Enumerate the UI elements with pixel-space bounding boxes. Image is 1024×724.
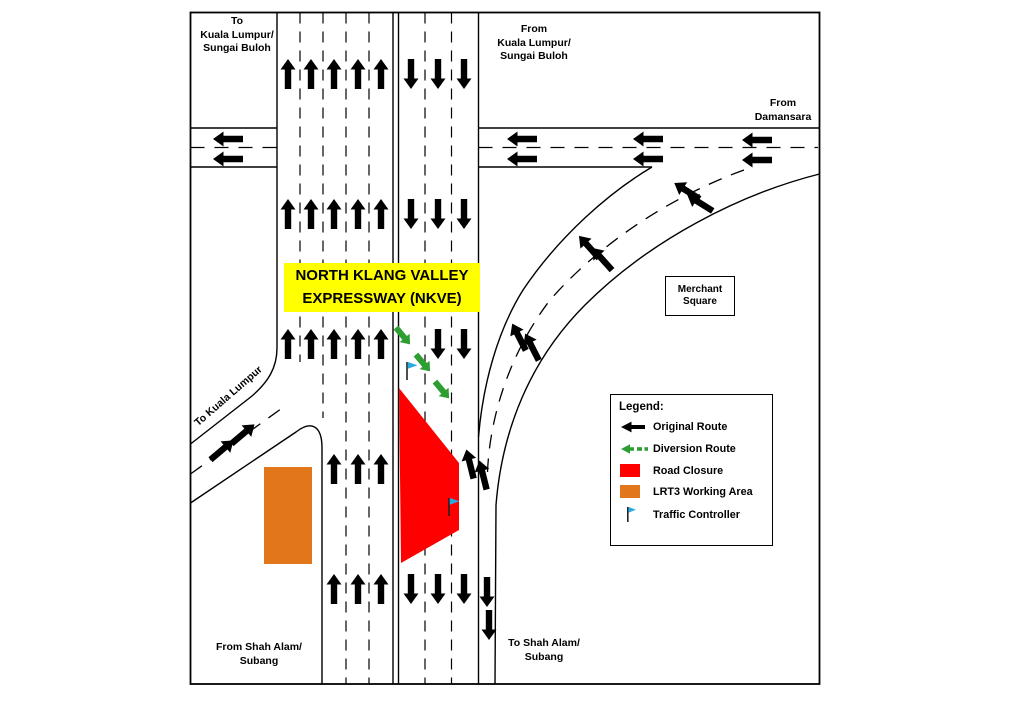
legend-label: Traffic Controller [653,508,740,521]
down-arrow-icon [479,577,495,607]
curve-road-center-line [486,169,745,473]
left-arrow-icon [507,151,537,167]
curve-road-inner-edge [477,166,653,438]
diversion-arrow-icon [429,377,455,403]
up-arrow-icon [303,329,319,359]
map-frame-border [189,11,821,685]
legend-item-road-closure: Road Closure [619,463,764,478]
legend-title: Legend: [619,401,664,413]
original-route-arrow-icon [619,419,653,435]
legend-label: Diversion Route [653,443,736,455]
up-arrow-icon [303,199,319,229]
curve-road-outer-edge [494,173,820,685]
ramp-lower-edge [190,425,323,684]
traffic-controller-flag-icon [619,505,653,524]
left-arrow-icon [507,131,537,147]
legend-item-lrt3-working-area: LRT3 Working Area [619,484,764,499]
legend-panel: Legend: Original Route Diversion Ro [610,394,773,546]
up-arrow-icon [280,329,296,359]
up-arrow-icon [280,59,296,89]
legend-item-traffic-controller: Traffic Controller [619,505,764,524]
legend-item-original-route: Original Route [619,419,764,435]
down-arrow-icon [456,574,472,604]
up-arrow-icon [280,199,296,229]
left-arrow-icon [633,151,663,167]
label-from-shah-alam-subang: From Shah Alam/ Subang [216,641,302,667]
left-arrow-icon [742,132,772,148]
left-arrow-icon [633,131,663,147]
label-to-shah-alam-subang: To Shah Alam/ Subang [508,637,580,663]
down-arrow-icon [456,59,472,89]
roads [190,12,820,685]
merchant-square-building: Merchant Square [665,276,735,316]
up-arrow-icon [326,59,342,89]
left-arrow-icon [742,152,772,168]
up-arrow-icon [350,329,366,359]
diversion-arrow-icon [410,350,436,376]
label-from-kuala-lumpur-sungai-buloh: From Kuala Lumpur/ Sungai Buloh [497,23,571,63]
legend-label: LRT3 Working Area [653,485,753,498]
diversion-arrow-icon [390,323,416,349]
up-arrow-icon [326,454,342,484]
up-arrow-icon [350,574,366,604]
up-arrow-icon [350,454,366,484]
up-arrow-icon [326,574,342,604]
down-arrow-icon [403,199,419,229]
down-arrow-icon [403,59,419,89]
northbound-left-edge [190,12,278,445]
lrt3-working-area [264,467,312,564]
down-arrow-icon [430,329,446,359]
down-arrow-icon [456,199,472,229]
up-arrow-icon [350,59,366,89]
up-arrow-icon [303,59,319,89]
down-arrow-icon [430,59,446,89]
down-arrow-icon [430,574,446,604]
up-arrow-icon [373,199,389,229]
up-arrow-icon [350,199,366,229]
label-to-kuala-lumpur-sungai-buloh: To Kuala Lumpur/ Sungai Buloh [200,15,274,55]
up-arrow-icon [373,454,389,484]
legend-item-diversion-route: Diversion Route [619,441,764,457]
lrt3-working-area-swatch [619,484,653,499]
left-arrow-icon [213,151,243,167]
down-arrow-icon [481,610,497,640]
up-arrow-icon [373,59,389,89]
label-from-damansara: From Damansara [754,97,812,123]
nkve-title-line1: NORTH KLANG VALLEY [295,267,469,284]
merchant-square-label: Merchant Square [677,283,723,308]
traffic-controller-flag-icon [406,362,418,380]
down-arrow-icon [430,199,446,229]
nkve-title-line2: EXPRESSWAY (NKVE) [302,289,462,307]
down-arrow-icon [456,329,472,359]
legend-label: Road Closure [653,464,724,477]
road-closure-swatch [619,463,653,478]
legend-label: Original Route [653,421,728,433]
curve-arrow-icon [459,447,481,481]
nkve-title-banner: NORTH KLANG VALLEY EXPRESSWAY (NKVE) [284,263,480,312]
up-arrow-icon [326,199,342,229]
up-arrow-icon [373,574,389,604]
down-arrow-icon [403,574,419,604]
left-arrow-icon [213,131,243,147]
up-arrow-icon [373,329,389,359]
diversion-route-arrow-icon [619,441,653,457]
up-arrow-icon [326,329,342,359]
road-closure-area [399,388,459,563]
